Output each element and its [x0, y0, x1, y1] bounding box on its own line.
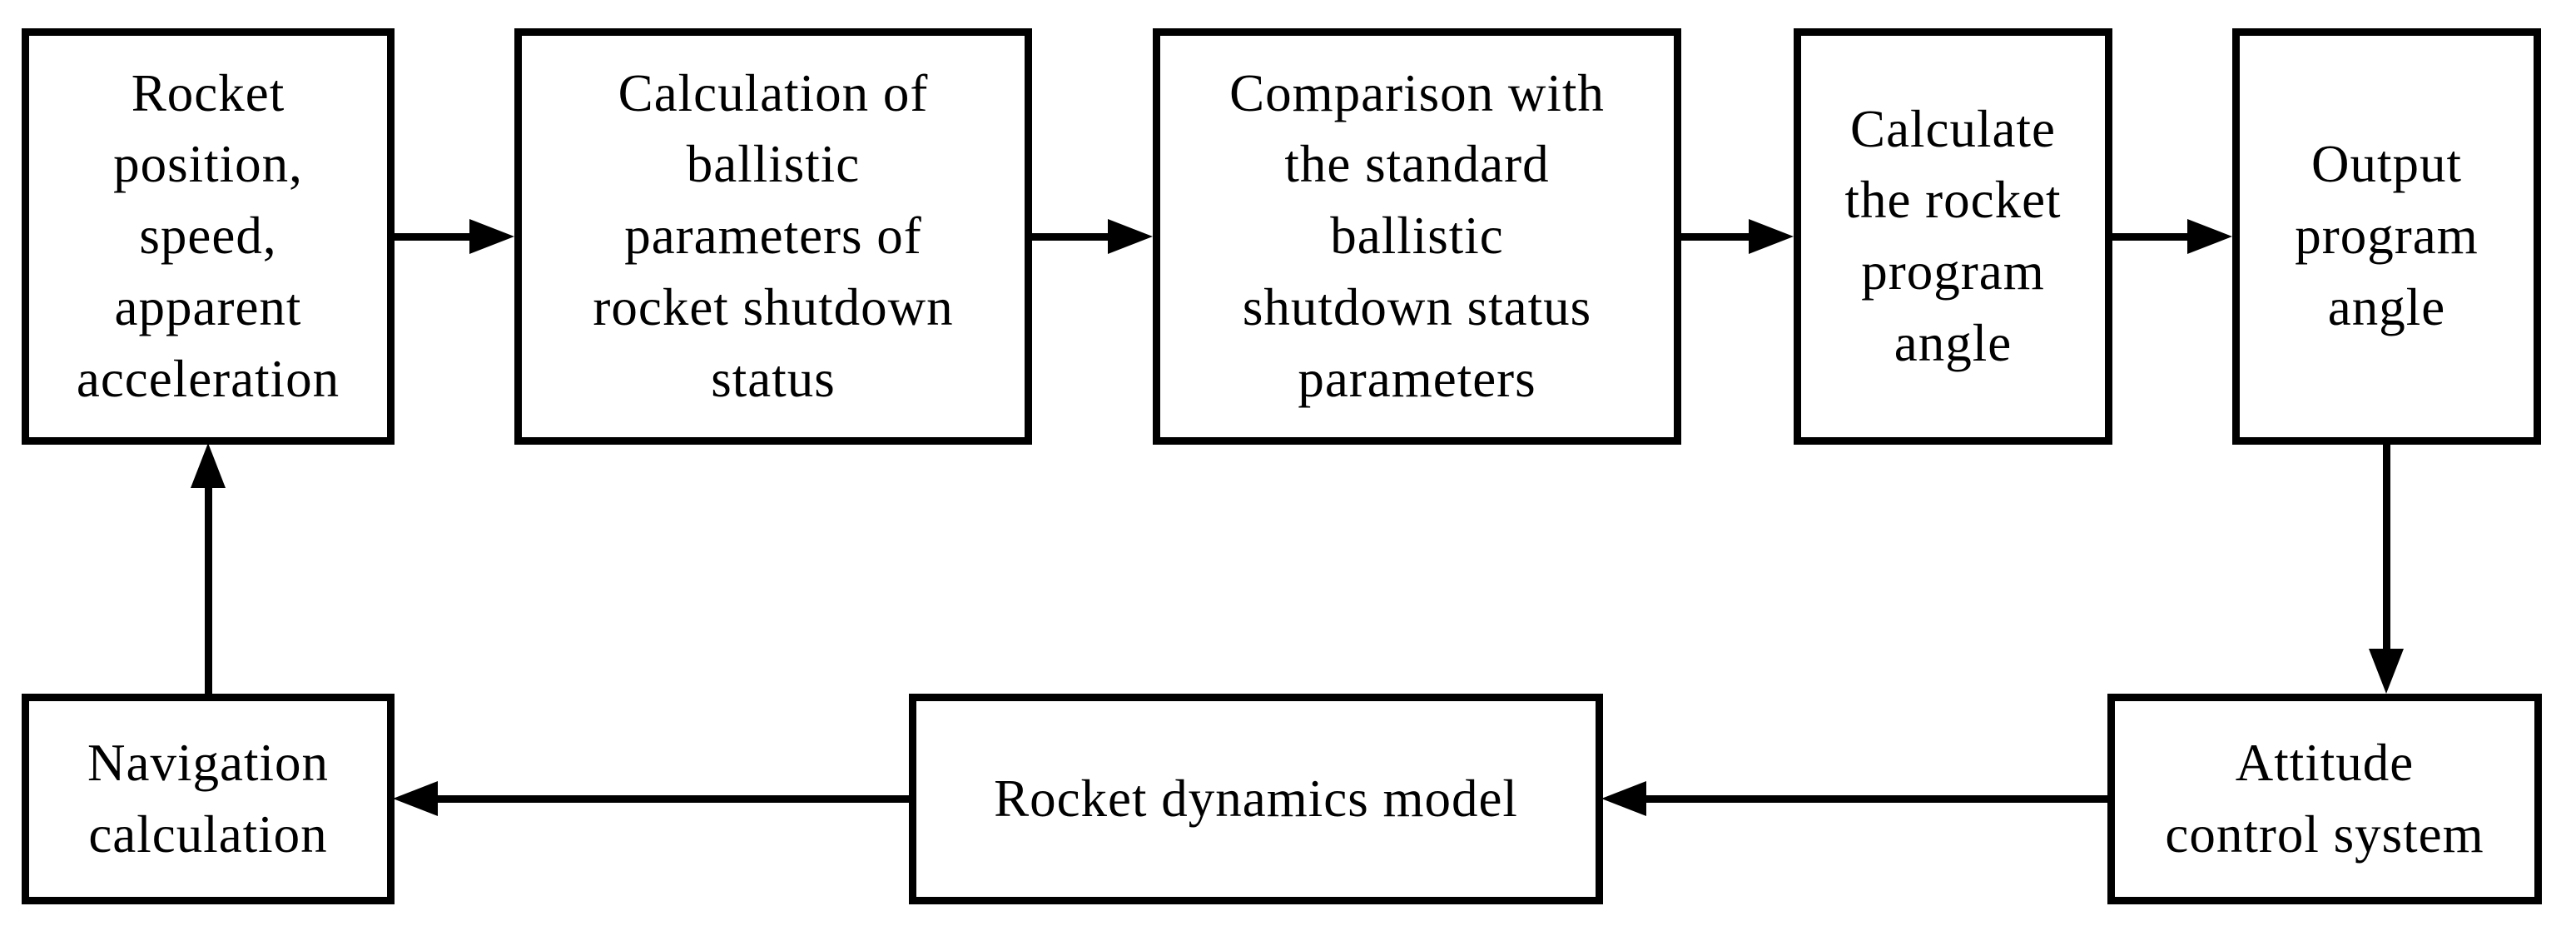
arrow-shaft — [2383, 443, 2390, 653]
arrow-shaft — [205, 486, 212, 695]
arrowhead-left-icon — [393, 781, 438, 816]
arrow-shaft — [1030, 233, 1115, 241]
arrowhead-down-icon — [2369, 649, 2404, 694]
box-rocket-state: Rocket position, speed, apparent acceler… — [22, 28, 395, 445]
box-comparison-label: Comparison with the standard ballistic s… — [1229, 63, 1605, 408]
box-output-program-angle-label: Output program angle — [2295, 135, 2479, 336]
arrow-shaft — [393, 233, 478, 241]
arrowhead-right-icon — [2187, 219, 2232, 254]
arrow-shaft — [434, 795, 911, 803]
arrow-shaft — [1680, 233, 1756, 241]
box-rocket-dynamics-model: Rocket dynamics model — [909, 694, 1603, 904]
box-ballistic-calculation-label: Calculation of ballistic parameters of r… — [593, 63, 954, 408]
box-calculate-program-angle-label: Calculate the rocket program angle — [1844, 99, 2062, 372]
box-navigation-calculation-label: Navigation calculation — [87, 733, 329, 864]
arrowhead-right-icon — [1749, 219, 1794, 254]
arrow-shaft — [2111, 233, 2195, 241]
arrowhead-right-icon — [1108, 219, 1153, 254]
box-calculate-program-angle: Calculate the rocket program angle — [1794, 28, 2112, 445]
box-attitude-control-system: Attitude control system — [2107, 694, 2542, 904]
box-navigation-calculation: Navigation calculation — [22, 694, 395, 904]
arrow-shaft — [1643, 795, 2109, 803]
box-ballistic-calculation: Calculation of ballistic parameters of r… — [514, 28, 1032, 445]
arrowhead-right-icon — [469, 219, 514, 254]
box-attitude-control-system-label: Attitude control system — [2165, 733, 2484, 864]
arrowhead-left-icon — [1601, 781, 1646, 816]
box-comparison: Comparison with the standard ballistic s… — [1153, 28, 1681, 445]
box-rocket-state-label: Rocket position, speed, apparent acceler… — [76, 63, 340, 408]
box-output-program-angle: Output program angle — [2232, 28, 2541, 445]
box-rocket-dynamics-model-label: Rocket dynamics model — [994, 769, 1518, 828]
arrowhead-up-icon — [191, 443, 226, 488]
